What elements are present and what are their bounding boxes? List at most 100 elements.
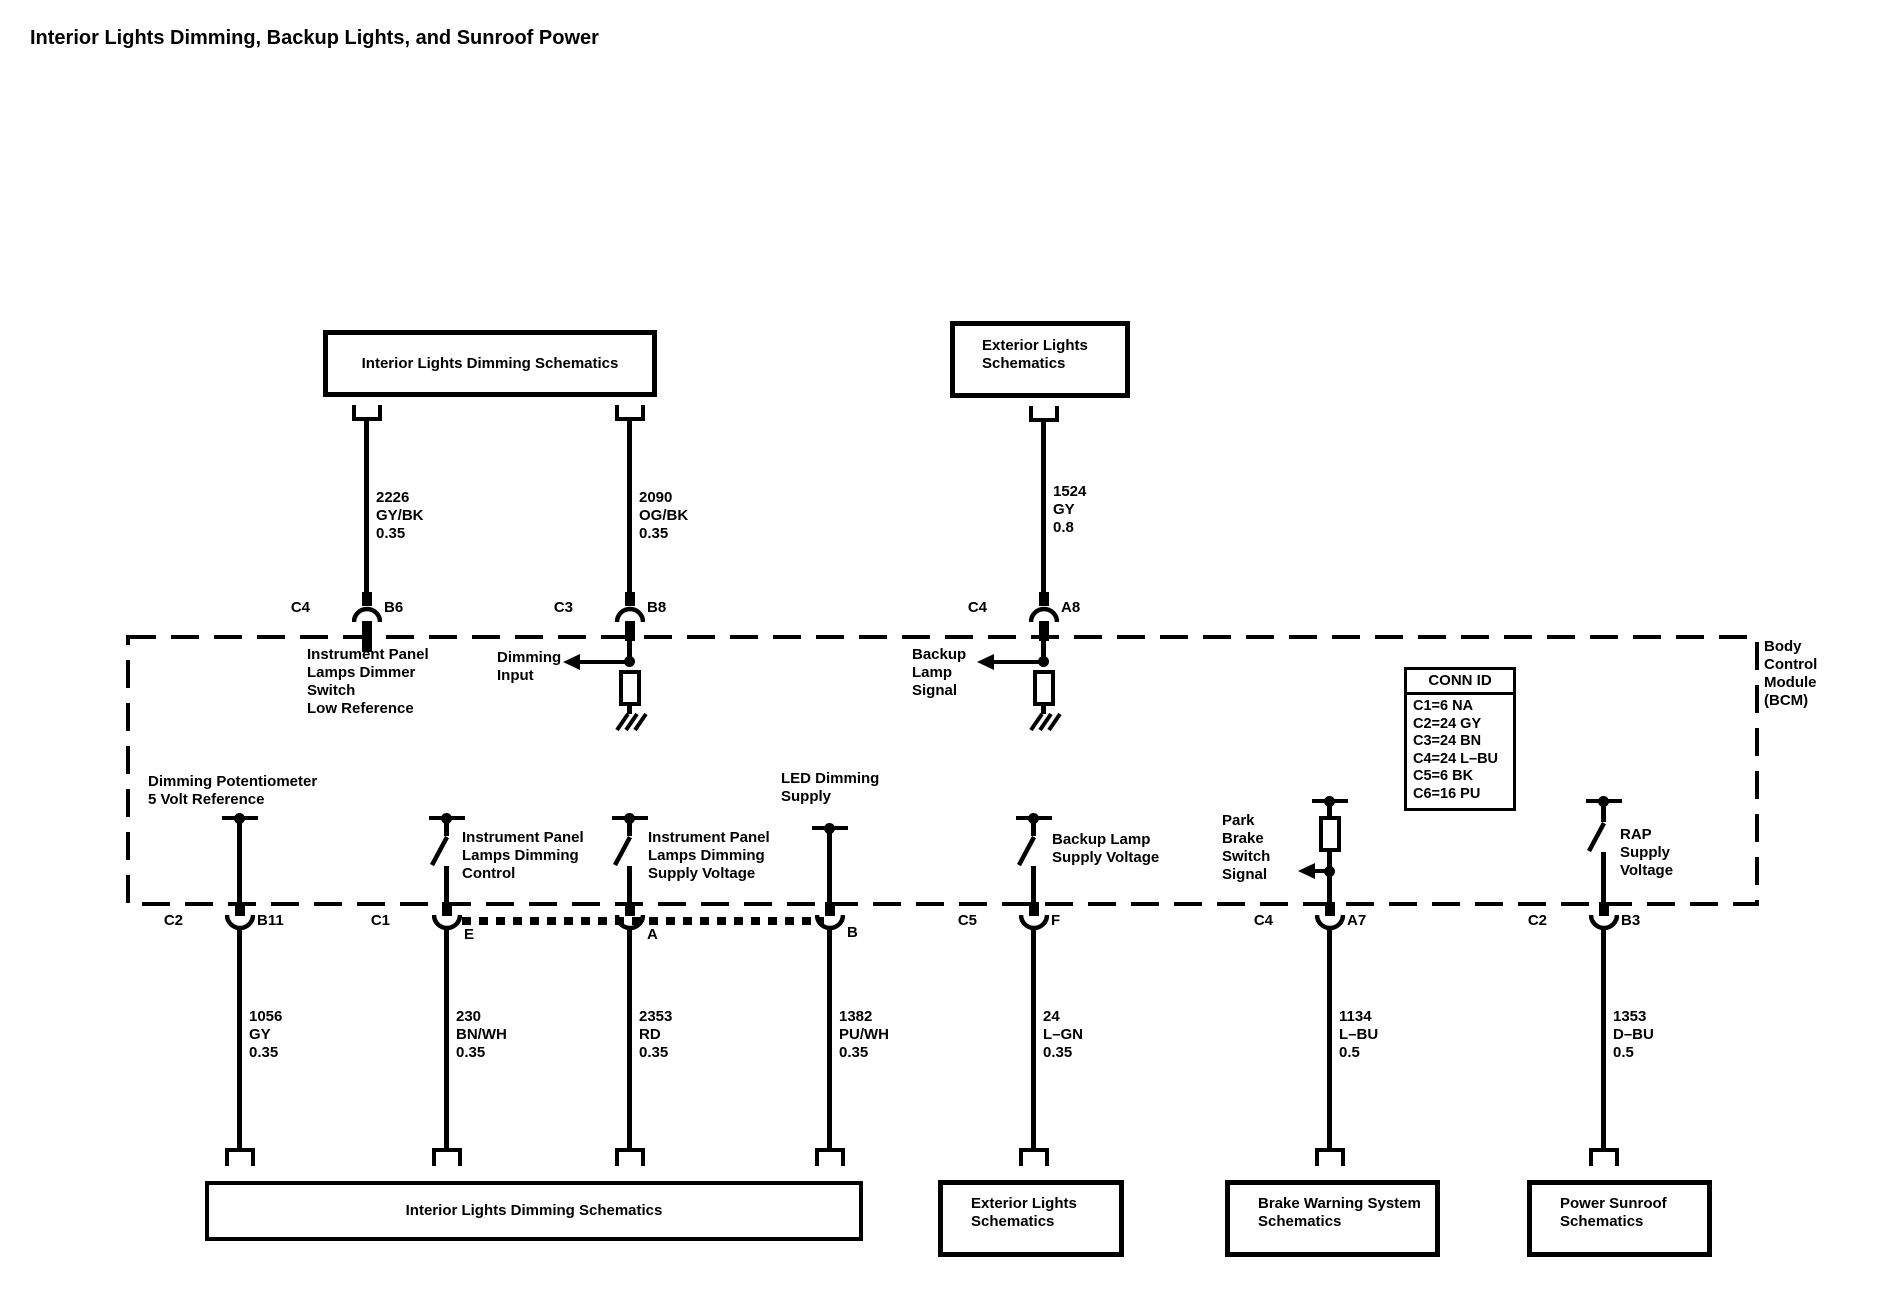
conn-id-header: CONN ID bbox=[1407, 670, 1513, 695]
connector-nub bbox=[235, 902, 245, 916]
switch-blade bbox=[613, 835, 632, 867]
wire-terminal bbox=[1341, 1152, 1345, 1166]
junction-dot bbox=[624, 813, 635, 824]
top-box-interior-lights-label: Interior Lights Dimming Schematics bbox=[361, 354, 619, 372]
connector-arc bbox=[1315, 914, 1345, 931]
wire-terminal bbox=[1019, 1152, 1023, 1166]
wire-segment bbox=[364, 421, 369, 594]
bcm-boundary bbox=[126, 635, 1759, 906]
junction-dot bbox=[1324, 866, 1335, 877]
arrow-line bbox=[994, 660, 1041, 664]
junction-dot bbox=[441, 813, 452, 824]
wire-segment bbox=[1031, 866, 1036, 902]
wire-segment bbox=[444, 820, 449, 836]
wire-terminal bbox=[1019, 1148, 1049, 1152]
wire-terminal bbox=[615, 1148, 645, 1152]
wire-segment bbox=[1041, 422, 1046, 594]
wire-segment bbox=[1041, 641, 1046, 663]
connector-nub bbox=[1325, 902, 1335, 916]
wire-terminal bbox=[352, 405, 356, 419]
wire-terminal bbox=[1029, 418, 1059, 422]
junction-dot bbox=[1598, 796, 1609, 807]
wire-terminal bbox=[1055, 406, 1059, 420]
connector-arc bbox=[432, 914, 462, 931]
wire-segment bbox=[1601, 930, 1606, 1148]
wire-segment bbox=[1327, 930, 1332, 1148]
wire-segment bbox=[444, 930, 449, 1148]
connector-label: B6 bbox=[384, 599, 404, 616]
wire-segment bbox=[827, 930, 832, 1148]
wire-segment bbox=[627, 866, 632, 902]
connector-nub bbox=[625, 902, 635, 916]
connector-arc bbox=[352, 606, 382, 623]
connector-label: A8 bbox=[1061, 599, 1081, 616]
connector-nub bbox=[362, 592, 372, 606]
wire-segment bbox=[444, 866, 449, 902]
page-title: Interior Lights Dimming, Backup Lights, … bbox=[30, 27, 599, 49]
connector-arc bbox=[225, 914, 255, 931]
wire-segment bbox=[627, 930, 632, 1148]
signal-direction-arrow-icon bbox=[563, 654, 580, 670]
wire-terminal bbox=[378, 405, 382, 419]
junction-dot bbox=[1038, 656, 1049, 667]
wire-terminal bbox=[458, 1152, 462, 1166]
bottom-box-interior-lights-label: Interior Lights Dimming Schematics bbox=[405, 1202, 663, 1219]
wire-terminal bbox=[815, 1148, 845, 1152]
connector-nub bbox=[825, 902, 835, 916]
connector-arc bbox=[1019, 914, 1049, 931]
junction-dot bbox=[234, 813, 245, 824]
wire-terminal bbox=[1589, 1152, 1593, 1166]
connector-nub bbox=[625, 621, 635, 641]
ground-symbol bbox=[1029, 712, 1062, 732]
resistor bbox=[1319, 816, 1341, 852]
wire-segment bbox=[1031, 820, 1036, 836]
wire-segment bbox=[1601, 803, 1606, 822]
wire-terminal bbox=[1615, 1152, 1619, 1166]
wire-segment bbox=[1031, 930, 1036, 1148]
wire-segment bbox=[1327, 852, 1332, 902]
connector-label: C4 bbox=[1253, 912, 1273, 929]
signal-direction-arrow-icon bbox=[1298, 863, 1315, 879]
connector-nub bbox=[442, 902, 452, 916]
wire-segment bbox=[627, 421, 632, 594]
wire-terminal bbox=[1045, 1152, 1049, 1166]
wire-segment bbox=[1601, 852, 1606, 902]
connector-arc bbox=[815, 914, 845, 931]
wire-segment bbox=[237, 820, 242, 902]
connector-label: C4 bbox=[967, 599, 987, 616]
junction-dot bbox=[624, 656, 635, 667]
wire-segment bbox=[627, 641, 632, 663]
connector-nub bbox=[362, 621, 372, 652]
bottom-box-interior-lights: Interior Lights Dimming Schematics bbox=[205, 1181, 863, 1241]
arrow-line bbox=[1315, 869, 1329, 873]
wire-segment bbox=[237, 930, 242, 1148]
connector-label: B8 bbox=[647, 599, 667, 616]
connector-arc bbox=[615, 606, 645, 623]
wire-terminal bbox=[615, 1152, 619, 1166]
connector-arc bbox=[615, 914, 645, 931]
top-box-interior-lights: Interior Lights Dimming Schematics bbox=[323, 330, 657, 397]
wire-terminal bbox=[1029, 406, 1033, 420]
connector-nub bbox=[1039, 592, 1049, 606]
